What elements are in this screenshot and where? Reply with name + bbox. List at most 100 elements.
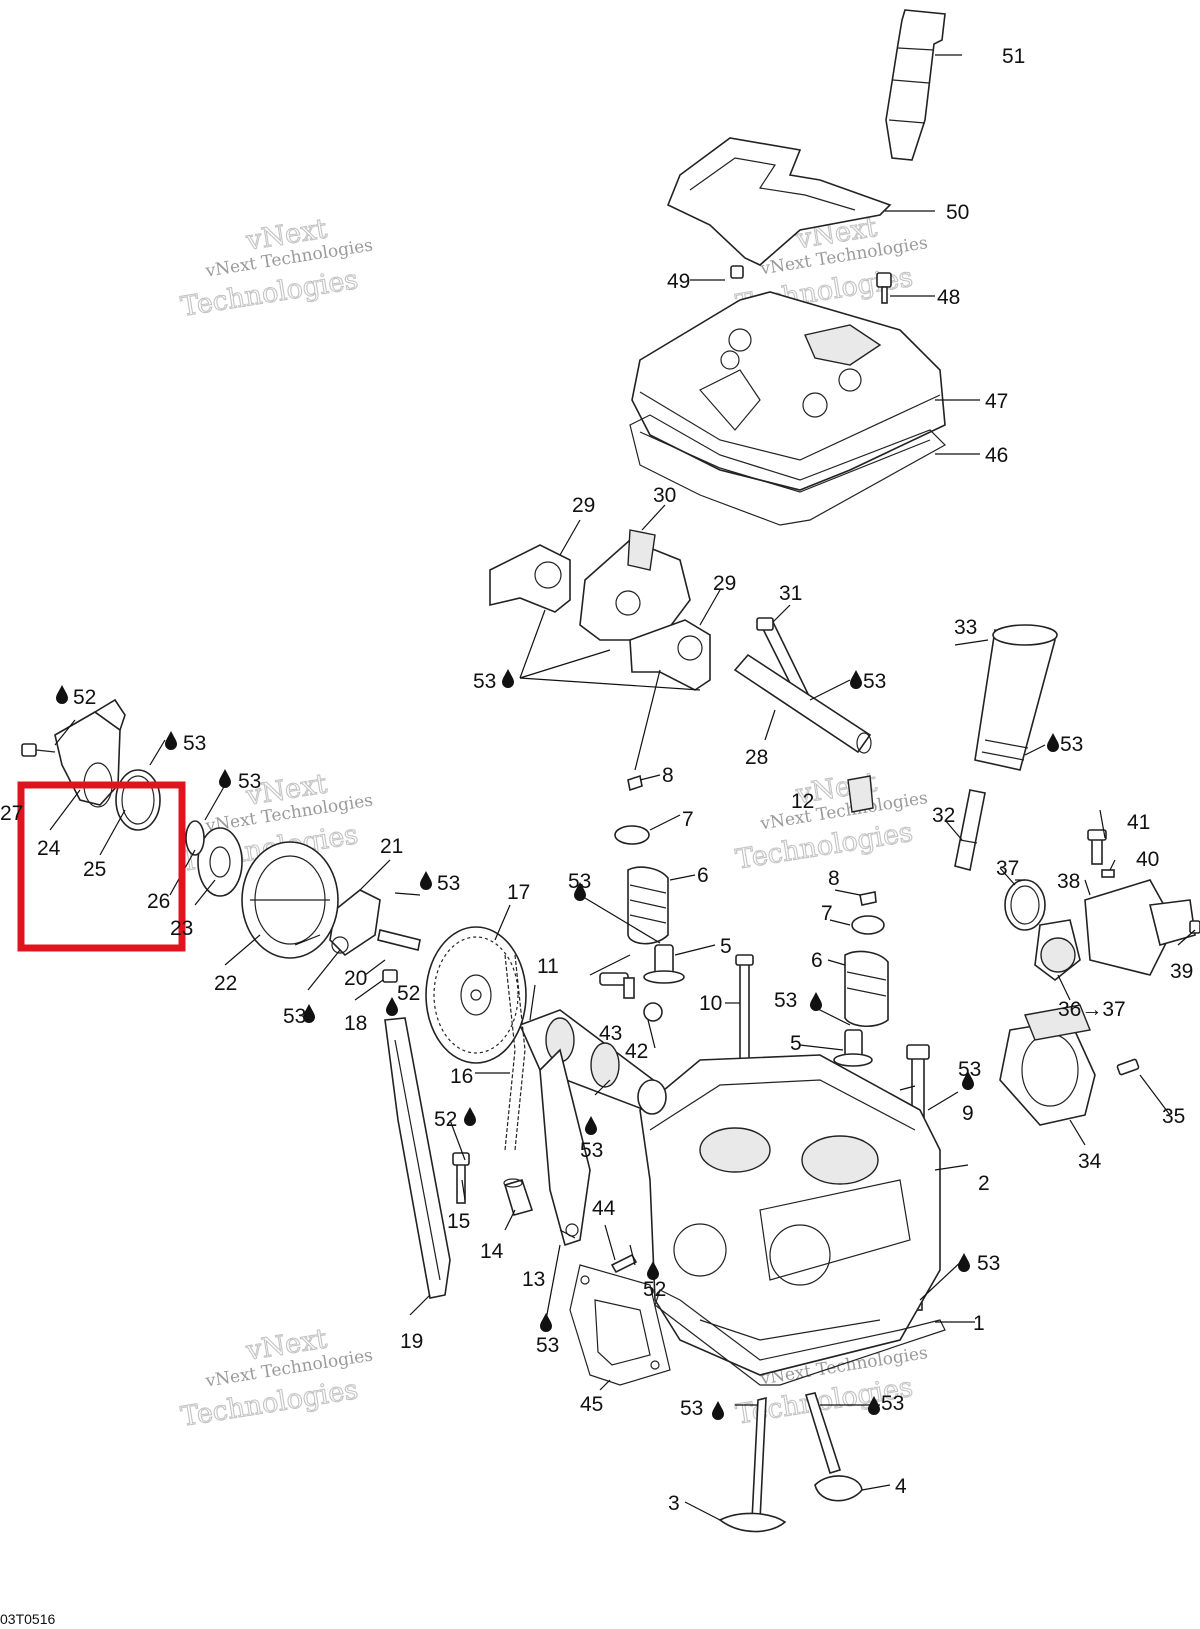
part-label-36-37: 36→37 <box>1058 998 1126 1021</box>
cylinder-head-drawing <box>639 1054 941 1376</box>
part-label-32: 32 <box>932 804 955 827</box>
part-label-5-right: 5 <box>790 1032 802 1055</box>
part-label-4: 4 <box>895 1475 907 1498</box>
part-label-51: 51 <box>1002 45 1025 68</box>
spark-plug-drawing <box>954 789 986 871</box>
part-labels: 51 50 49 48 47 46 29 30 29 31 53 53 28 3… <box>0 45 1193 1515</box>
part-label-24: 24 <box>37 837 61 860</box>
part-label-53-stud: 53 <box>958 1058 981 1081</box>
part-label-35: 35 <box>1162 1105 1185 1128</box>
rocker-arm-drawing <box>489 529 711 691</box>
valve-cover-drawing <box>631 291 946 491</box>
part-label-12: 12 <box>791 790 814 813</box>
part-label-15: 15 <box>447 1210 470 1233</box>
part-label-53-valve: 53 <box>774 989 797 1012</box>
part-label-53-exhaust: 53 <box>680 1397 703 1420</box>
part-label-22: 22 <box>214 972 237 995</box>
part-label-11: 11 <box>537 955 559 978</box>
tensioner-drawing <box>329 889 421 983</box>
part-label-33: 33 <box>954 616 977 639</box>
ignition-coil-drawing <box>885 9 946 161</box>
part-label-6-right: 6 <box>811 949 823 972</box>
part-label-21: 21 <box>380 835 403 858</box>
part-label-2: 2 <box>978 1172 990 1195</box>
watermark: vNext vNext Technologies Technologies <box>178 213 374 323</box>
part-label-52-mid: 52 <box>397 982 420 1005</box>
part-label-49: 49 <box>667 270 690 293</box>
rocker-shaft-drawing <box>733 617 872 754</box>
part-label-53-guide: 53 <box>536 1334 559 1357</box>
engine-cover-drawing <box>666 137 892 266</box>
part-label-6-top: 6 <box>697 864 709 887</box>
part-label-25: 25 <box>83 858 106 881</box>
head-gasket-drawing <box>654 1289 946 1386</box>
part-label-43: 43 <box>599 1022 622 1045</box>
part-label-29-top: 29 <box>572 494 595 517</box>
part-label-7-top: 7 <box>682 808 694 831</box>
coolant-fitting-drawing <box>1004 829 1200 982</box>
part-label-53-intake: 53 <box>1060 733 1083 756</box>
part-label-53-shaft: 53 <box>863 670 886 693</box>
part-label-53-seal: 53 <box>568 870 591 893</box>
intake-manifold-drawing <box>999 1004 1140 1126</box>
thermostat-housing-drawing <box>21 698 161 831</box>
part-label-30: 30 <box>653 484 676 507</box>
watermark: vNext vNext Technologies Technologies <box>178 1323 374 1433</box>
part-label-52-dowel: 52 <box>643 1278 666 1301</box>
part-label-53-tensioner: 53 <box>283 1005 306 1028</box>
part-label-13: 13 <box>522 1268 545 1291</box>
part-label-47: 47 <box>985 390 1008 413</box>
part-label-16: 16 <box>450 1065 473 1088</box>
valve-train-drawing <box>614 774 889 1067</box>
timing-chain-drawing <box>504 954 526 1151</box>
watermark: vNext vNext Technologies Technologies <box>733 766 929 876</box>
part-label-29-right: 29 <box>713 572 736 595</box>
part-label-53-c: 53 <box>437 872 460 895</box>
bushing-drawing <box>452 1152 534 1216</box>
part-label-8-right: 8 <box>828 867 840 890</box>
part-label-5-top: 5 <box>720 935 732 958</box>
part-label-50: 50 <box>946 201 969 224</box>
part-label-53-a: 53 <box>183 732 206 755</box>
part-label-53-head: 53 <box>977 1252 1000 1275</box>
part-label-8-top: 8 <box>662 764 674 787</box>
intake-tube-drawing <box>974 624 1058 771</box>
part-label-41: 41 <box>1127 811 1150 834</box>
part-label-38: 38 <box>1057 870 1080 893</box>
part-label-14: 14 <box>480 1240 504 1263</box>
leader-lines <box>49 54 1196 1521</box>
part-label-34: 34 <box>1078 1150 1102 1173</box>
valve-drawing <box>718 1392 863 1533</box>
part-label-45: 45 <box>580 1393 603 1416</box>
exhaust-gasket-drawing <box>569 1264 671 1386</box>
bolt-drawing <box>730 265 892 304</box>
part-label-52-top: 52 <box>73 686 96 709</box>
part-label-37: 37 <box>996 857 1019 880</box>
tensioner-guide-drawing <box>384 1017 451 1299</box>
part-label-42: 42 <box>625 1040 648 1063</box>
part-label-40: 40 <box>1136 848 1159 871</box>
camshaft-drawing <box>518 1009 667 1115</box>
part-label-3: 3 <box>668 1492 680 1515</box>
part-label-44: 44 <box>592 1197 616 1220</box>
part-label-53-b: 53 <box>238 770 261 793</box>
valve-cover-gasket-drawing <box>629 414 946 526</box>
highlight-box <box>17 781 186 952</box>
part-label-31: 31 <box>779 582 802 605</box>
part-label-48: 48 <box>937 286 960 309</box>
part-label-28: 28 <box>745 746 768 769</box>
part-label-53-cam: 53 <box>580 1139 603 1162</box>
part-label-52-bolt: 52 <box>434 1108 457 1131</box>
part-label-1: 1 <box>973 1312 985 1335</box>
part-label-26: 26 <box>147 890 170 913</box>
part-label-18: 18 <box>344 1012 367 1035</box>
part-label-53-rocker: 53 <box>473 670 496 693</box>
camshaft-sprocket-drawing <box>425 926 527 1064</box>
part-label-27: 27 <box>0 802 23 825</box>
part-label-7-right: 7 <box>821 902 833 925</box>
dowel-pin-drawing <box>599 972 663 1274</box>
part-label-9: 9 <box>962 1102 974 1125</box>
part-label-46: 46 <box>985 444 1008 467</box>
tensioner-plate-drawing <box>185 820 339 959</box>
